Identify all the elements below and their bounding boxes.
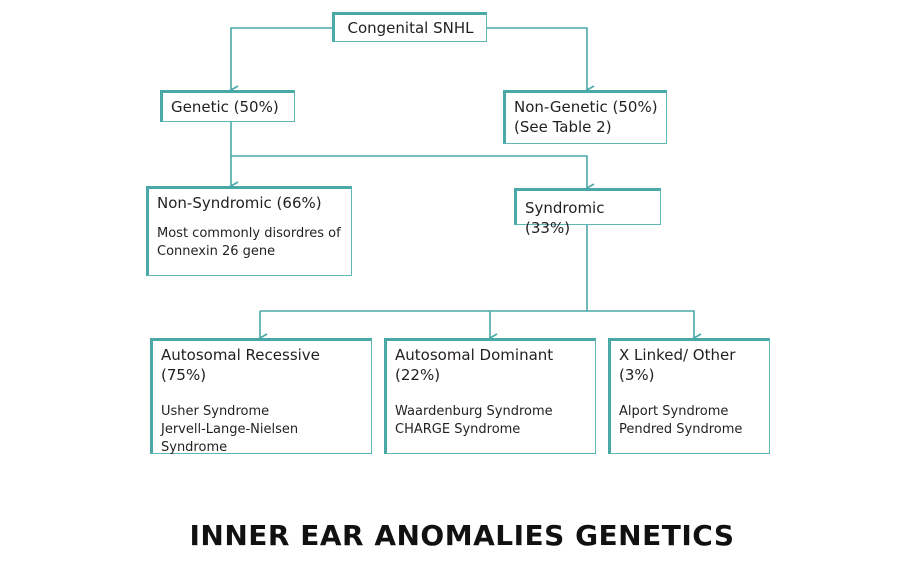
node-title: Non-Syndromic (66%) — [157, 194, 322, 212]
node-title: Autosomal Recessive (75%) — [161, 346, 320, 384]
node-title: Non-Genetic (50%) (See Table 2) — [514, 98, 658, 136]
node-title: Autosomal Dominant (22%) — [395, 346, 554, 384]
node-syndromic: Syndromic (33%) — [514, 188, 661, 237]
connector-syndromic-xlinked — [587, 310, 702, 343]
node-title: Syndromic (33%) — [525, 199, 605, 237]
node-autosomal-dominant: Autosomal Dominant (22%) Waardenburg Syn… — [384, 338, 596, 454]
node-description: Most commonly disordres of Connexin 26 g… — [157, 226, 341, 259]
diagram-caption: INNER EAR ANOMALIES GENETICS — [189, 519, 735, 552]
node-title: X Linked/ Other (3%) — [619, 346, 736, 384]
node-genetic: Genetic (50%) — [160, 90, 295, 122]
node-title: Congenital SNHL — [347, 19, 474, 37]
node-description: Usher Syndrome Jervell-Lange-Nielsen Syn… — [161, 404, 299, 455]
connector-root-genetic — [229, 27, 332, 95]
node-non-genetic: Non-Genetic (50%) (See Table 2) — [503, 90, 667, 144]
node-description: Waardenburg Syndrome CHARGE Syndrome — [395, 404, 553, 437]
connector-root-non-genetic — [487, 27, 595, 95]
node-x-linked: X Linked/ Other (3%) Alport Syndrome Pen… — [608, 338, 770, 454]
connector-genetic-syndromic — [231, 155, 595, 193]
node-title: Genetic (50%) — [171, 98, 279, 116]
node-autosomal-recessive: Autosomal Recessive (75%) Usher Syndrome… — [150, 338, 372, 455]
node-description: Alport Syndrome Pendred Syndrome — [619, 404, 743, 437]
node-non-syndromic: Non-Syndromic (66%) Most commonly disord… — [146, 186, 352, 276]
node-congenital-snhl: Congenital SNHL — [332, 12, 487, 42]
